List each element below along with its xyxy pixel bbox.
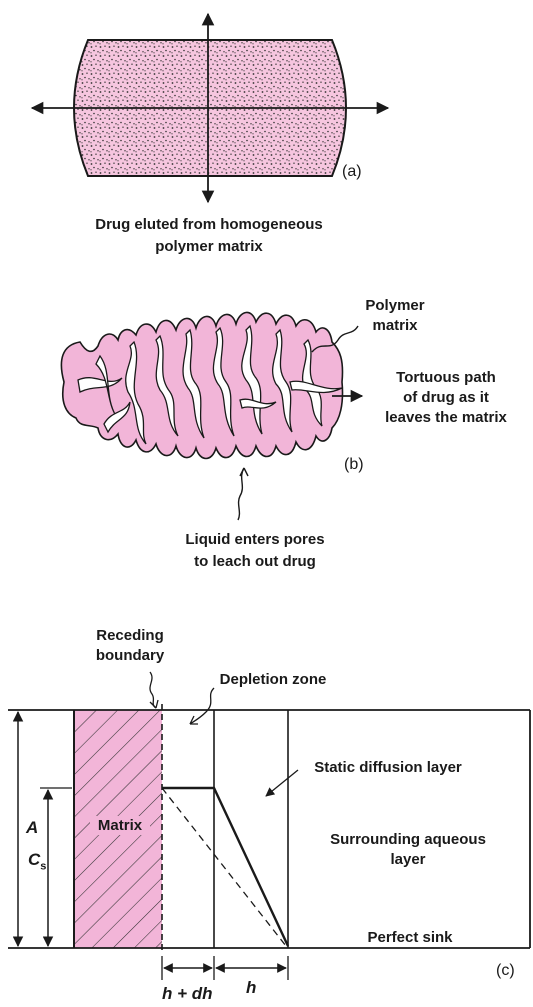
depletion-pointer (190, 688, 214, 724)
liquid-label-line1: Liquid enters pores (160, 530, 350, 549)
Cs-subscript: s (40, 860, 46, 872)
sink-label: Perfect sink (350, 928, 470, 947)
liquid-pointer (238, 468, 244, 520)
depletion-label: Depletion zone (208, 670, 338, 689)
polymer-label-line1: Polymer (350, 296, 440, 315)
aqueous-label-line1: Surrounding aqueous (318, 830, 498, 849)
aqueous-label-line2: layer (318, 850, 498, 869)
liquid-label-line2: to leach out drug (160, 552, 350, 571)
tortuous-label-line2: of drug as it (366, 388, 526, 407)
panel-b (61, 312, 362, 520)
panel-a-caption-line2: polymer matrix (54, 237, 364, 256)
matrix-label: Matrix (90, 816, 150, 835)
Cs-label: Cs (28, 850, 46, 872)
panel-a (32, 14, 388, 202)
static-layer-pointer (266, 770, 298, 796)
panel-b-tag: (b) (344, 456, 364, 474)
tortuous-label-line3: leaves the matrix (366, 408, 526, 427)
h-label: h (246, 978, 256, 998)
h-dh-label: h + dh (162, 984, 213, 1004)
tortuous-label-line1: Tortuous path (366, 368, 526, 387)
receding-label-line1: Receding (80, 626, 180, 645)
panel-c-tag: (c) (496, 962, 515, 980)
panel-a-caption-line1: Drug eluted from homogeneous (54, 215, 364, 234)
Cs-main: C (28, 850, 40, 869)
A-label: A (26, 818, 38, 838)
static-layer-label: Static diffusion layer (298, 758, 478, 777)
receding-label-line2: boundary (80, 646, 180, 665)
panel-a-tag: (a) (342, 163, 362, 181)
polymer-label-line2: matrix (350, 316, 440, 335)
